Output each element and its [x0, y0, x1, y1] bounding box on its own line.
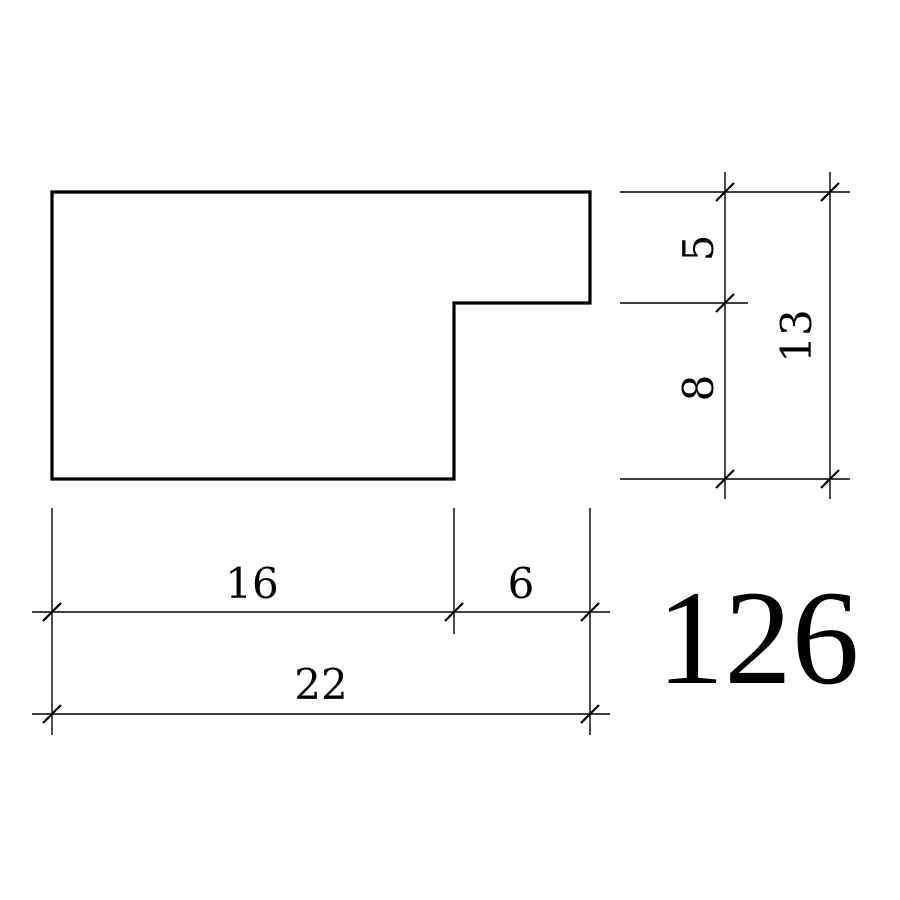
dimension-label-5: 5	[674, 235, 723, 262]
tick-mark	[715, 469, 735, 489]
profile-outline	[50, 190, 592, 481]
tick-mark	[42, 602, 62, 622]
tick-mark	[42, 704, 62, 724]
dimension-label-22: 22	[294, 660, 347, 709]
tick-mark	[820, 469, 840, 489]
upper-horizontal-dimension	[32, 602, 610, 622]
dimension-label-16: 16	[225, 559, 278, 608]
vertical-dimension-extension-lines	[620, 191, 850, 480]
tick-mark	[820, 182, 840, 202]
lower-horizontal-dimension	[32, 704, 610, 724]
profile-id-label: 126	[657, 564, 860, 713]
outer-vertical-dimension	[820, 172, 840, 499]
tick-mark	[580, 602, 600, 622]
tick-mark	[715, 293, 735, 313]
tick-mark	[444, 602, 464, 622]
dimension-label-13: 13	[772, 309, 821, 362]
tick-mark	[580, 704, 600, 724]
inner-vertical-dimension	[715, 172, 735, 499]
dimension-label-6: 6	[508, 559, 535, 608]
dimension-label-8: 8	[674, 375, 723, 402]
tick-mark	[715, 182, 735, 202]
